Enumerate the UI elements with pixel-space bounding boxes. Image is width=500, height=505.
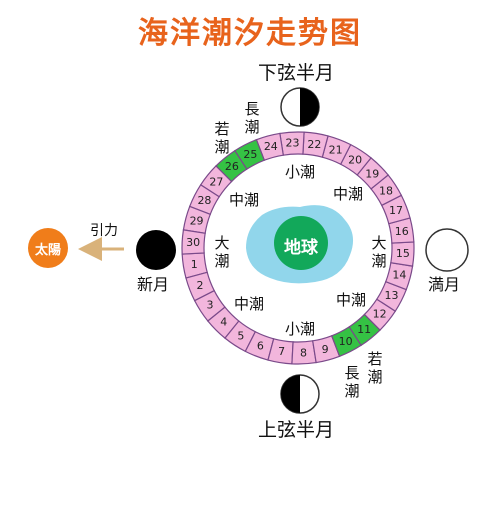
ring-day-label: 9: [322, 343, 329, 356]
medium-tide-label-tr: 中潮: [333, 185, 364, 203]
ring-cell-day-30: [181, 229, 206, 255]
ring-day-label: 19: [365, 167, 379, 180]
ring-day-label: 8: [300, 346, 307, 359]
ring-day-label: 4: [220, 316, 227, 329]
ring-day-label: 11: [357, 323, 371, 336]
full-moon-icon: [425, 228, 469, 272]
ring-day-label: 13: [385, 289, 399, 302]
medium-tide-label-br: 中潮: [336, 291, 367, 309]
ring-day-label: 30: [186, 236, 200, 249]
spring-tide-label-left: 大潮: [214, 234, 230, 270]
earth-icon: [274, 216, 328, 270]
ring-day-label: 24: [264, 140, 278, 153]
new-moon-label: 新月: [137, 275, 170, 294]
ring-day-label: 1: [191, 258, 198, 271]
ring-day-label: 27: [209, 175, 223, 188]
ring-day-label: 16: [395, 225, 409, 238]
ring-day-label: 18: [379, 184, 393, 197]
ring-day-label: 5: [237, 330, 244, 343]
long-tide-label-bottom: 長潮: [344, 364, 360, 400]
first-quarter-moon-icon: [280, 374, 320, 414]
ring-day-label: 17: [389, 204, 403, 217]
ring-day-label: 29: [190, 214, 204, 227]
sun-icon: 太陽: [28, 228, 68, 268]
page-title: 海洋潮汐走势图: [138, 16, 362, 51]
ring-day-label: 10: [339, 335, 353, 348]
ring-day-label: 6: [257, 340, 264, 353]
last-quarter-moon-icon: [280, 87, 320, 127]
ring-day-label: 12: [373, 308, 387, 321]
first-quarter-label: 上弦半月: [258, 419, 335, 441]
full-moon-label: 満月: [428, 275, 461, 294]
medium-tide-label-bl: 中潮: [234, 295, 265, 313]
ring-day-label: 14: [392, 269, 406, 282]
earth-label: 地球: [284, 238, 318, 258]
neap-tide-label-top: 小潮: [285, 163, 316, 181]
medium-tide-label-tl: 中潮: [229, 191, 260, 209]
ring-day-label: 26: [225, 160, 239, 173]
ring-day-label: 28: [197, 194, 211, 207]
spring-tide-label-right: 大潮: [371, 234, 387, 270]
ring-day-label: 20: [348, 153, 362, 166]
ring-day-label: 3: [206, 299, 213, 312]
ring-day-label: 25: [243, 148, 257, 161]
neap-tide-label-bottom: 小潮: [285, 320, 316, 338]
ring-day-label: 22: [307, 138, 321, 151]
ring-day-label: 21: [329, 143, 343, 156]
last-quarter-label: 下弦半月: [258, 62, 335, 84]
ring-day-label: 23: [286, 137, 300, 150]
ring-day-label: 7: [278, 345, 285, 358]
ring-day-label: 2: [196, 279, 203, 292]
young-tide-label-bottom: 若潮: [367, 350, 383, 386]
young-tide-label-top: 若潮: [214, 120, 230, 156]
new-moon-icon: [136, 230, 176, 270]
ring-day-label: 15: [396, 247, 410, 260]
gravity-label: 引力: [90, 223, 118, 239]
long-tide-label-top: 長潮: [244, 100, 260, 136]
